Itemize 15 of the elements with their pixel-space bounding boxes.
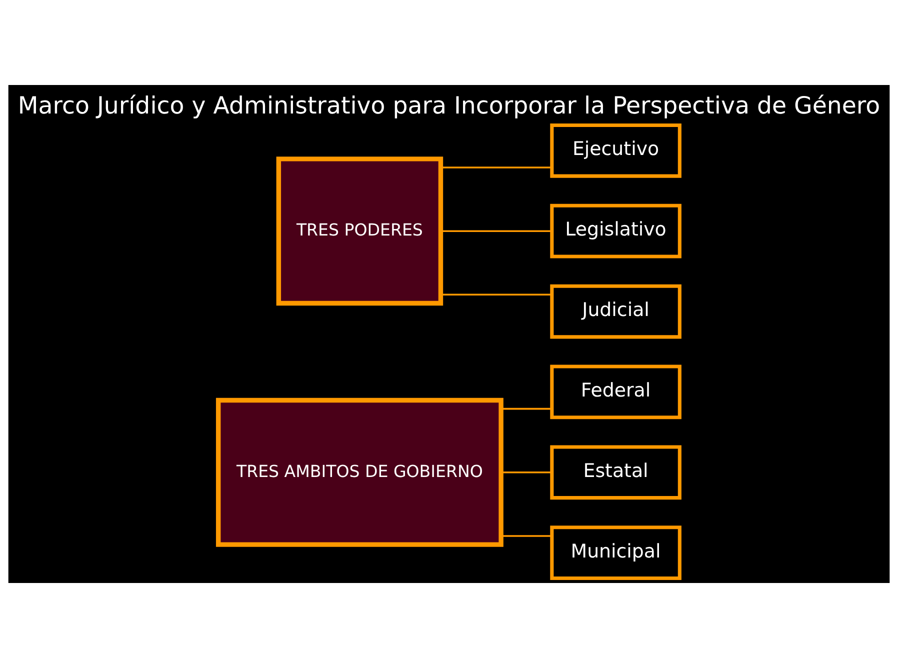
connector bbox=[501, 472, 552, 474]
node-box: Legislativo bbox=[550, 204, 682, 258]
node-box: TRES AMBITOS DE GOBIERNO bbox=[216, 398, 504, 547]
diagram-title: Marco Jurídico y Administrativo para Incorporar la Perspectiva de Género bbox=[18, 91, 880, 120]
node-box: Judicial bbox=[550, 284, 682, 339]
connector bbox=[501, 408, 552, 410]
connector bbox=[440, 230, 552, 232]
connector bbox=[440, 166, 552, 168]
connector bbox=[440, 294, 552, 296]
node-box: Estatal bbox=[550, 445, 682, 500]
node-box: Federal bbox=[550, 364, 682, 420]
node-box: TRES PODERES bbox=[276, 156, 444, 306]
node-box: Municipal bbox=[550, 526, 682, 580]
connector bbox=[501, 535, 552, 537]
node-box: Ejecutivo bbox=[550, 123, 682, 178]
